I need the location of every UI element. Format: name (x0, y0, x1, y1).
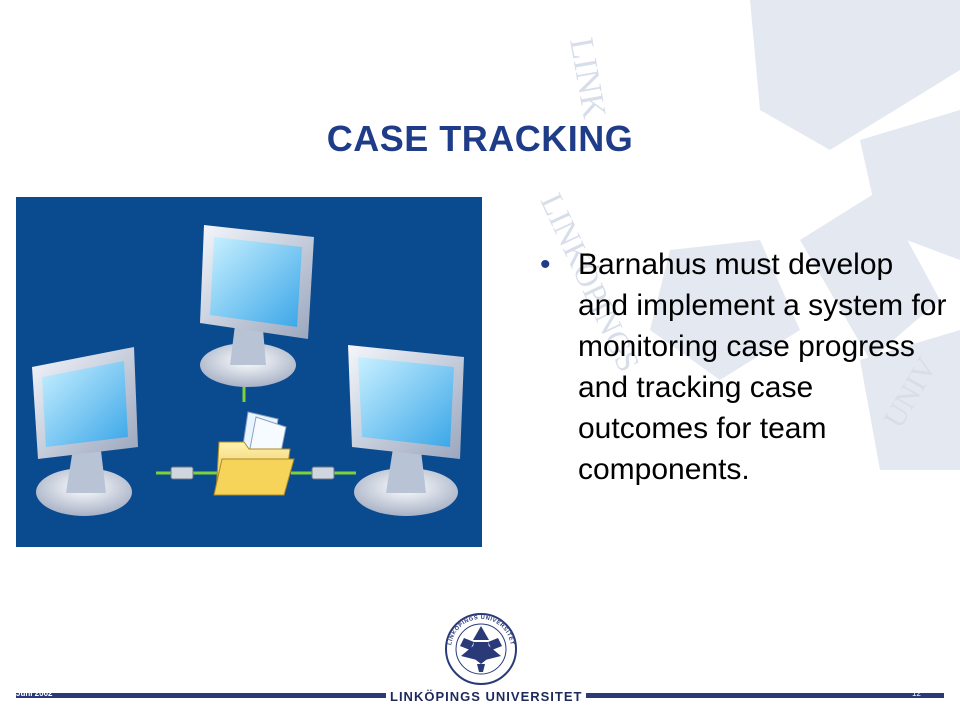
computer-left-icon (32, 347, 138, 516)
university-seal-icon: LINKÖPINGS UNIVERSITET (445, 613, 517, 685)
network-computers-folder-icon (16, 197, 482, 547)
bullet-marker: • (540, 248, 551, 281)
computer-right-icon (348, 345, 464, 516)
computer-top-icon (200, 225, 314, 387)
bullet-text: Barnahus must develop and implement a sy… (578, 248, 947, 486)
svg-text:LINK: LINK (562, 35, 613, 122)
footer-university-name: LINKÖPINGS UNIVERSITET (386, 690, 587, 703)
footer-date: Juni 2002 (16, 689, 53, 698)
folder-icon (213, 411, 295, 496)
slide-title: CASE TRACKING (326, 118, 634, 159)
page-number: 12 (912, 689, 921, 698)
watermark-emblem-icon: LINK LINKÖPINGS UNIV (534, 0, 960, 470)
